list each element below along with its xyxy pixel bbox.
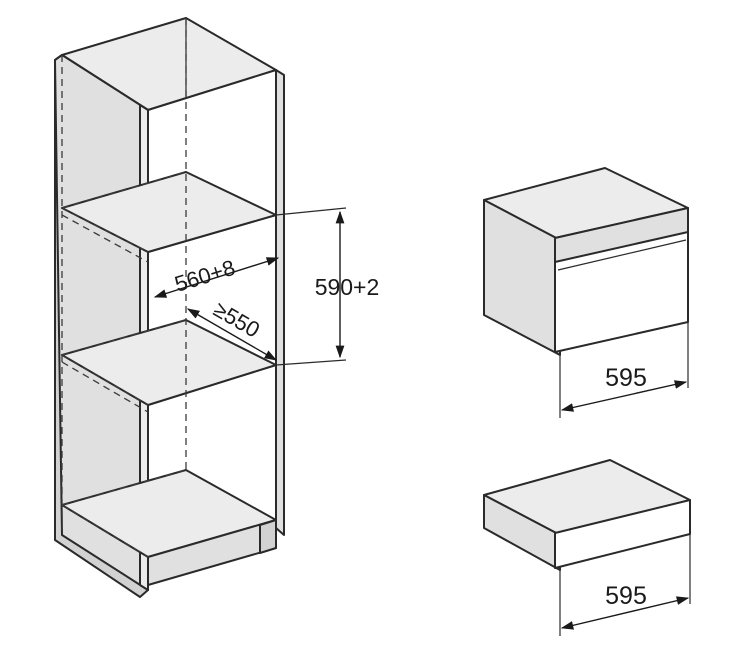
niche-height-label: 590+2	[315, 274, 380, 300]
appliance	[483, 167, 689, 356]
tall-cabinet	[54, 17, 285, 598]
niche-height-dimension: 590+2	[275, 207, 380, 366]
drawer-width-dimension: 595	[559, 534, 691, 636]
appliance-width-label: 595	[605, 364, 647, 392]
drawer-width-label: 595	[605, 582, 647, 610]
warming-drawer	[483, 459, 691, 571]
appliance-width-dimension: 595	[559, 322, 689, 418]
